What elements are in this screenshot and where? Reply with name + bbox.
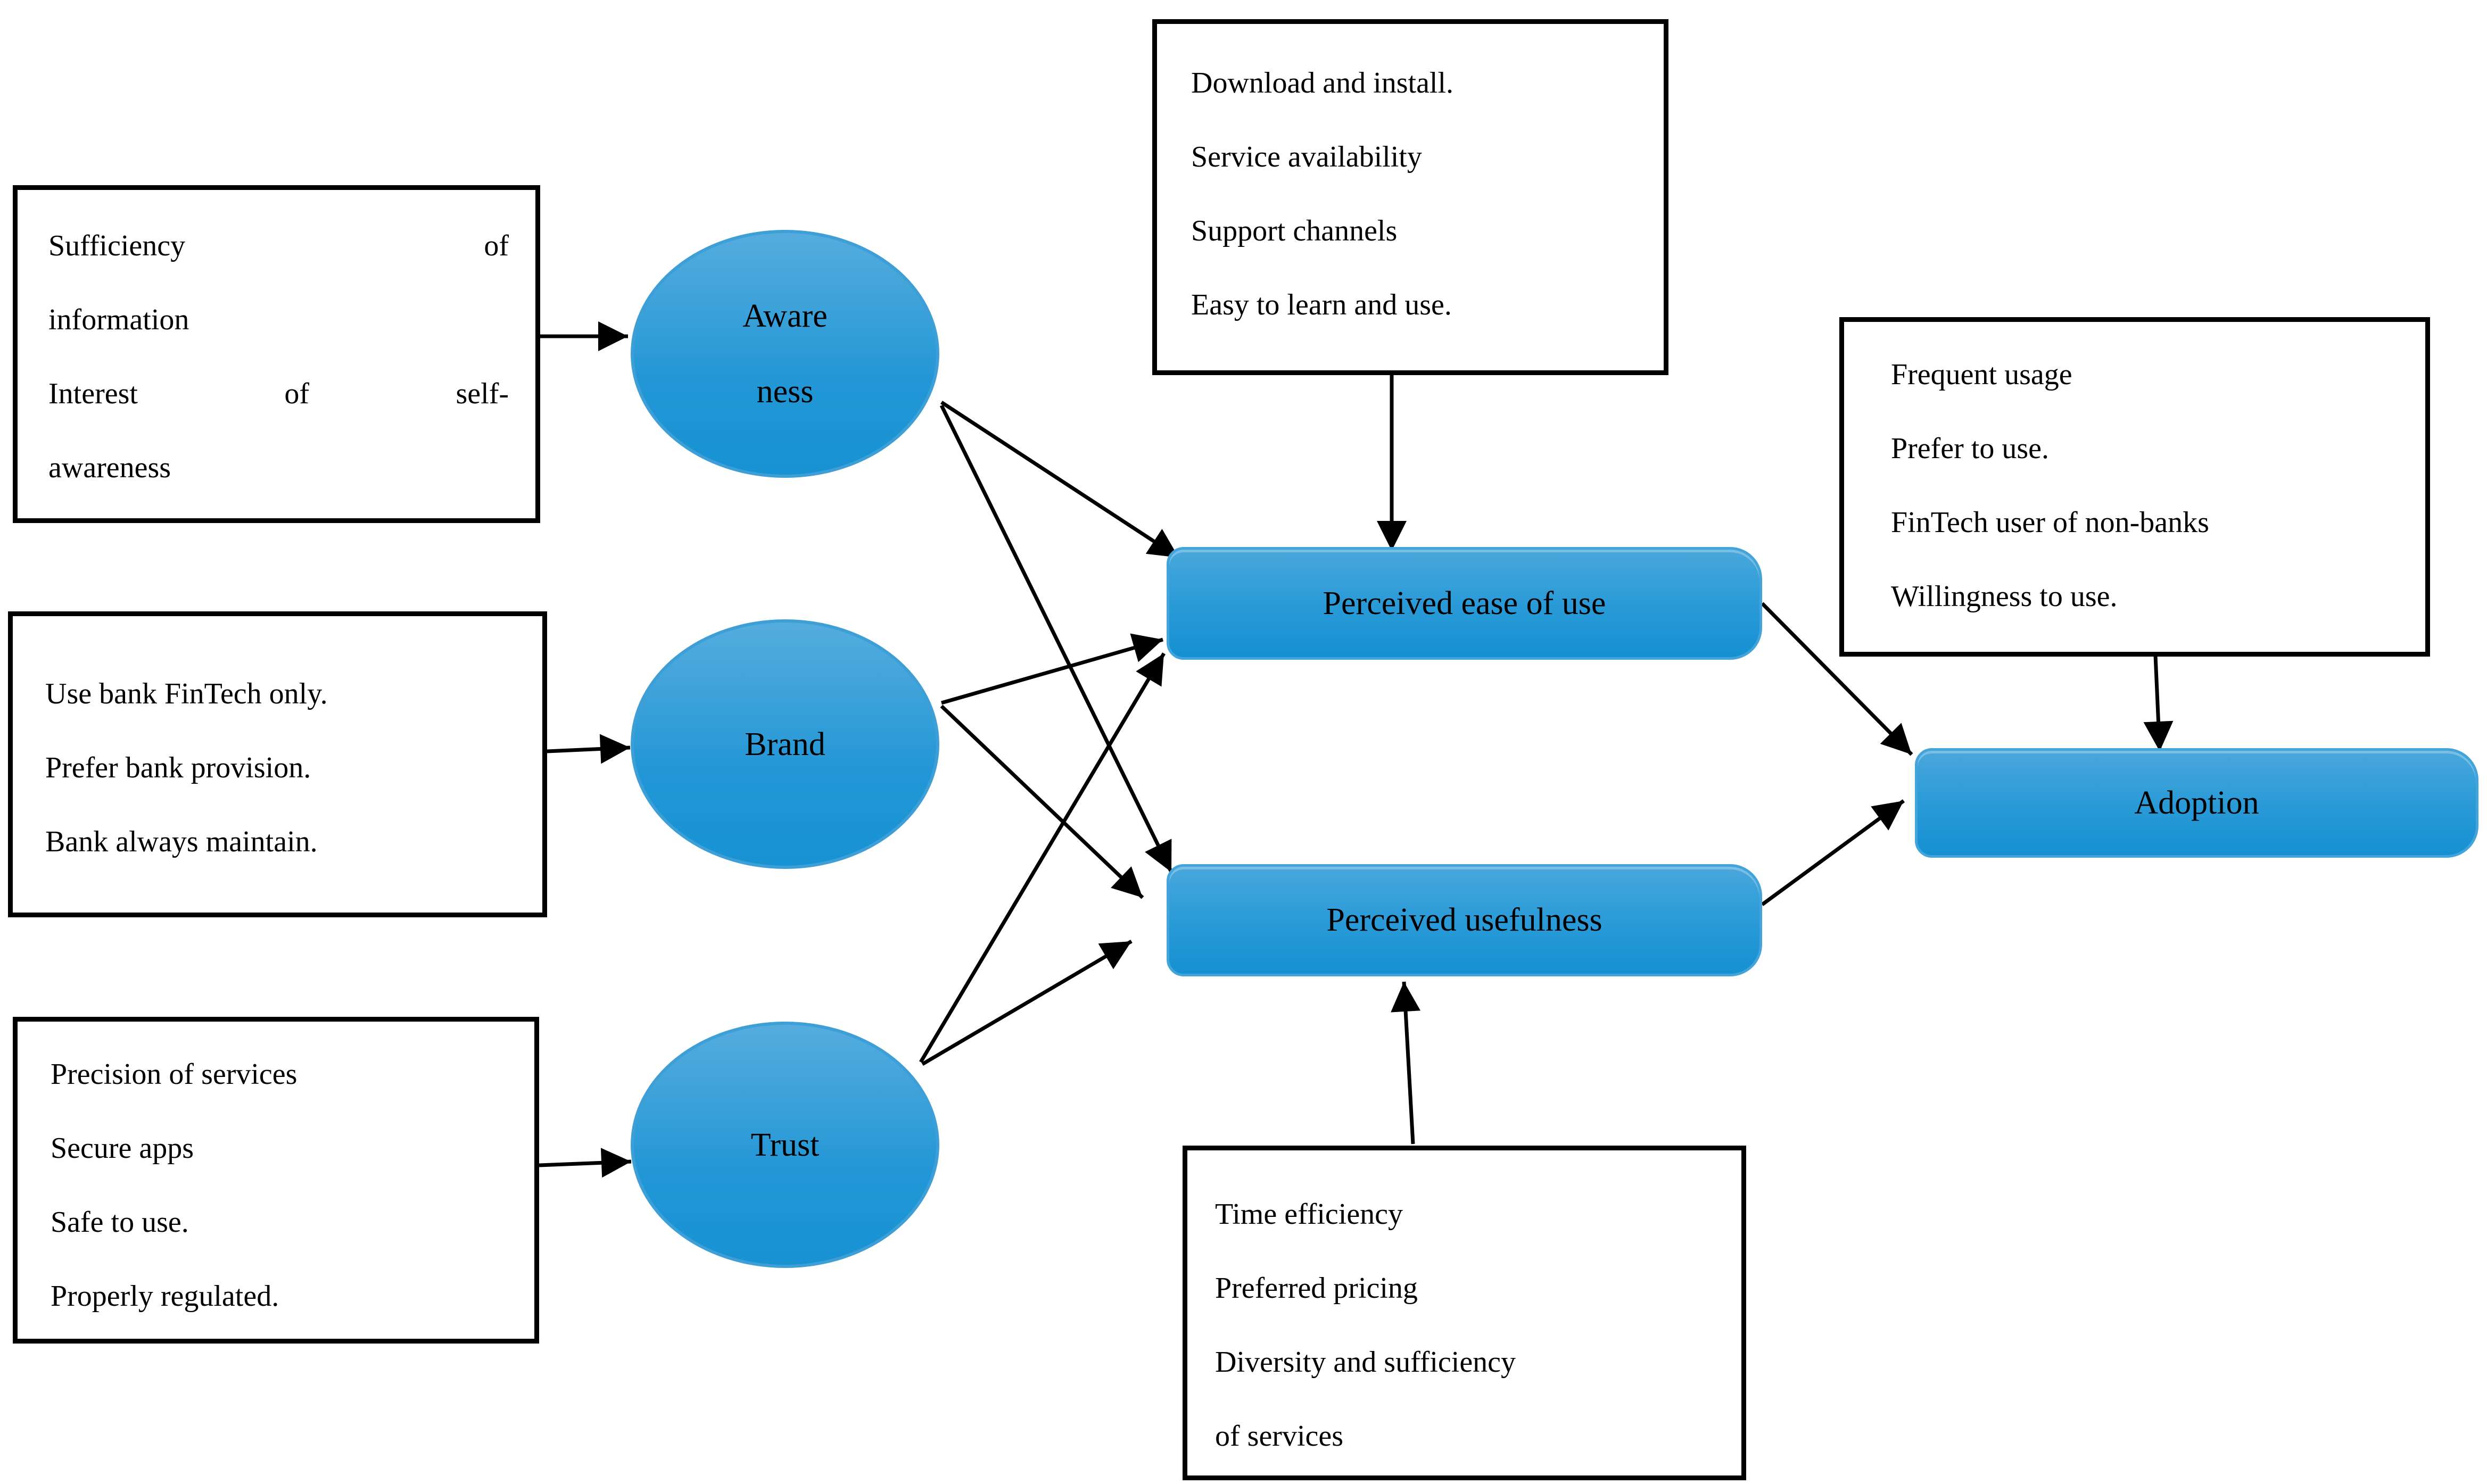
indicator-text: Properly regulated. xyxy=(51,1280,279,1313)
indicator-text: FinTech user of non-banks xyxy=(1891,506,2209,539)
indicator-text: awareness xyxy=(48,451,171,484)
indicator-text: Precision of services xyxy=(51,1058,298,1091)
brand-node: Brand xyxy=(631,619,939,869)
indicator-text: Prefer bank provision. xyxy=(45,751,311,784)
indicator-line: Preferred pricing xyxy=(1215,1251,1720,1325)
indicator-text: Secure apps xyxy=(51,1132,194,1165)
indicator-text: Use bank FinTech only. xyxy=(45,677,328,710)
arrow-trust-indicators-to-trust xyxy=(539,1148,632,1178)
ease-indicators-box: Download and install. Service availabili… xyxy=(1152,19,1668,375)
awareness-node: Aware ness xyxy=(631,230,939,478)
arrow-adoption-indicators-to-adoption xyxy=(2143,655,2174,752)
node-label: Brand xyxy=(745,726,825,762)
indicator-line: Prefer to use. xyxy=(1891,412,2404,486)
indicator-text: Bank always maintain. xyxy=(45,825,318,858)
node-label: Perceived usefulness xyxy=(1326,902,1602,938)
indicator-text: of xyxy=(284,377,310,410)
indicator-text: Time efficiency xyxy=(1215,1198,1403,1231)
indicator-text: self- xyxy=(456,377,509,410)
indicator-text: Prefer to use. xyxy=(1891,432,2050,465)
node-label: Aware xyxy=(742,298,828,334)
arrow-brand-to-ease xyxy=(941,633,1163,705)
indicator-line: information xyxy=(48,283,509,357)
indicator-line: Service availability xyxy=(1191,120,1642,194)
indicator-line: Time efficiency xyxy=(1215,1178,1720,1251)
usefulness-indicators-box: Time efficiency Preferred pricing Divers… xyxy=(1183,1146,1746,1480)
indicator-line: Willingness to use. xyxy=(1891,560,2404,634)
indicator-text: Frequent usage xyxy=(1891,358,2072,391)
indicator-text: Preferred pricing xyxy=(1215,1272,1418,1305)
arrow-trust-to-ease xyxy=(919,652,1166,1063)
indicator-text: of xyxy=(484,229,509,262)
indicator-line: awareness xyxy=(48,431,509,505)
adoption-indicators-box: Frequent usage Prefer to use. FinTech us… xyxy=(1839,317,2430,657)
indicator-line: Diversity and sufficiency xyxy=(1215,1325,1720,1399)
indicator-text: Safe to use. xyxy=(51,1206,189,1239)
indicator-line: of services xyxy=(1215,1399,1720,1473)
perceived-usefulness-node: Perceived usefulness xyxy=(1167,864,1762,976)
indicator-text: Download and install. xyxy=(1191,67,1454,100)
indicator-text: information xyxy=(48,303,189,336)
perceived-ease-of-use-node: Perceived ease of use xyxy=(1167,547,1762,660)
indicator-line: Precision of services xyxy=(51,1038,513,1112)
indicator-line: FinTech user of non-banks xyxy=(1891,486,2404,560)
indicator-line: Easy to learn and use. xyxy=(1191,268,1642,342)
arrow-trust-to-usefulness xyxy=(921,939,1133,1066)
indicator-line: Frequent usage xyxy=(1891,338,2404,412)
indicator-line: Safe to use. xyxy=(51,1185,513,1259)
indicator-line: Sufficiency of xyxy=(48,209,509,283)
trust-node: Trust xyxy=(631,1022,939,1268)
indicator-text: Diversity and sufficiency xyxy=(1215,1346,1516,1379)
indicator-line: Secure apps xyxy=(51,1112,513,1185)
arrow-brand-to-usefulness xyxy=(940,704,1144,899)
indicator-text: Interest xyxy=(48,377,138,410)
indicator-text: of services xyxy=(1215,1420,1344,1453)
awareness-indicators-box: Sufficiency of information Interest of s… xyxy=(13,185,540,523)
node-label: ness xyxy=(756,374,814,410)
arrow-usefulness-indicators-to-usefulness xyxy=(1391,981,1421,1145)
arrow-usefulness-to-adoption xyxy=(1761,799,1905,906)
arrow-awareness-to-usefulness xyxy=(939,404,1174,873)
indicator-line: Use bank FinTech only. xyxy=(45,657,521,731)
indicator-line: Support channels xyxy=(1191,194,1642,268)
indicator-text: Easy to learn and use. xyxy=(1191,288,1452,321)
indicator-text: Support channels xyxy=(1191,214,1398,247)
arrow-brand-indicators-to-brand xyxy=(547,734,631,764)
indicator-text: Service availability xyxy=(1191,140,1422,173)
indicator-line: Interest of self- xyxy=(48,357,509,431)
node-label: Perceived ease of use xyxy=(1323,585,1606,621)
indicator-line: Bank always maintain. xyxy=(45,805,521,879)
indicator-line: Properly regulated. xyxy=(51,1259,513,1333)
node-label: Adoption xyxy=(2134,784,2259,821)
indicator-text: Sufficiency xyxy=(48,229,186,262)
indicator-text: Willingness to use. xyxy=(1891,580,2118,613)
trust-indicators-box: Precision of services Secure apps Safe t… xyxy=(13,1017,539,1344)
indicator-line: Download and install. xyxy=(1191,46,1642,120)
arrow-awareness-to-ease xyxy=(940,401,1180,559)
indicator-line: Prefer bank provision. xyxy=(45,731,521,805)
node-label: Trust xyxy=(750,1126,820,1163)
adoption-node: Adoption xyxy=(1915,748,2478,858)
brand-indicators-box: Use bank FinTech only. Prefer bank provi… xyxy=(8,611,547,917)
